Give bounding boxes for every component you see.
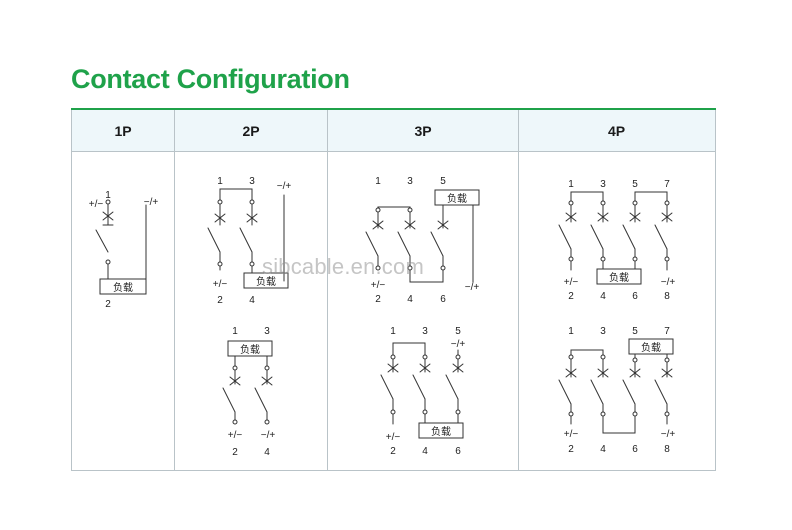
polarity-label-plus-minus: +/−	[386, 432, 401, 443]
terminal-label-3: 3	[600, 326, 606, 337]
diagram-1p	[95, 199, 147, 295]
polarity-label-minus-plus: −/+	[661, 429, 676, 440]
diagram-2p-b	[222, 340, 273, 425]
terminal-label-1: 1	[217, 176, 223, 187]
header-4p: 4P	[607, 123, 626, 139]
load-label: 负载	[641, 341, 661, 354]
terminal-label-5: 5	[455, 326, 461, 337]
terminal-label-6: 6	[632, 444, 638, 455]
terminal-label-3: 3	[264, 326, 270, 337]
polarity-label-plus-minus: +/−	[564, 429, 579, 440]
terminal-label-6: 6	[440, 294, 446, 305]
terminal-label-5: 5	[440, 176, 446, 187]
terminal-label-1: 1	[390, 326, 396, 337]
polarity-label-minus-plus: −/+	[144, 197, 159, 208]
terminal-label-1: 1	[232, 326, 238, 337]
header-3p: 3P	[414, 123, 432, 139]
diagram-4p-a	[558, 191, 673, 285]
terminal-label-3: 3	[249, 176, 255, 187]
terminal-label-2: 2	[105, 299, 111, 310]
terminal-label-3: 3	[600, 179, 606, 190]
table-header-row	[71, 110, 715, 152]
terminal-label-4: 4	[600, 291, 606, 302]
load-label: 负载	[609, 271, 629, 284]
diagram-4p-b	[558, 338, 674, 434]
polarity-label-minus-plus: −/+	[277, 181, 292, 192]
polarity-label-minus-plus: −/+	[261, 430, 276, 441]
terminal-label-5: 5	[632, 326, 638, 337]
diagram-2p-a	[207, 188, 289, 289]
load-label: 负载	[431, 425, 451, 438]
polarity-label-minus-plus: −/+	[465, 282, 480, 293]
terminal-label-1: 1	[568, 179, 574, 190]
terminal-label-4: 4	[249, 295, 255, 306]
title-underline	[71, 108, 716, 110]
polarity-label-plus-minus: +/−	[564, 277, 579, 288]
load-label: 负载	[113, 281, 133, 294]
terminal-label-4: 4	[264, 447, 270, 458]
terminal-label-4: 4	[422, 446, 428, 457]
load-label: 负载	[447, 192, 467, 205]
load-label: 负载	[240, 343, 260, 356]
header-1p: 1P	[114, 123, 132, 139]
terminal-label-2: 2	[390, 446, 396, 457]
diagram-3p-b	[380, 342, 464, 439]
terminal-label-5: 5	[632, 179, 638, 190]
terminal-label-7: 7	[664, 326, 670, 337]
terminal-label-2: 2	[217, 295, 223, 306]
terminal-label-7: 7	[664, 179, 670, 190]
column-divider-3	[518, 110, 519, 471]
column-divider-2	[327, 110, 328, 471]
terminal-label-6: 6	[632, 291, 638, 302]
polarity-label-plus-minus: +/−	[371, 280, 386, 291]
watermark: sibcable.en.com	[262, 254, 424, 279]
terminal-label-3: 3	[422, 326, 428, 337]
column-divider-1	[174, 110, 175, 471]
terminal-label-3: 3	[407, 176, 413, 187]
terminal-label-1: 1	[105, 190, 111, 201]
polarity-label-plus-minus: +/−	[228, 430, 243, 441]
polarity-label-minus-plus: −/+	[661, 277, 676, 288]
terminal-label-2: 2	[568, 444, 574, 455]
terminal-label-6: 6	[455, 446, 461, 457]
diagram-3p-a	[365, 189, 480, 283]
header-2p: 2P	[242, 123, 260, 139]
terminal-label-4: 4	[407, 294, 413, 305]
terminal-label-8: 8	[664, 444, 670, 455]
terminal-label-1: 1	[568, 326, 574, 337]
terminal-label-4: 4	[600, 444, 606, 455]
terminal-label-1: 1	[375, 176, 381, 187]
polarity-label-minus-plus: −/+	[451, 339, 466, 350]
load-label: 负载	[256, 275, 276, 288]
configuration-table	[71, 110, 716, 471]
terminal-label-2: 2	[375, 294, 381, 305]
terminal-label-2: 2	[232, 447, 238, 458]
page-title: Contact Configuration	[71, 64, 350, 94]
terminal-label-2: 2	[568, 291, 574, 302]
polarity-label-plus-minus: +/−	[213, 279, 228, 290]
terminal-label-8: 8	[664, 291, 670, 302]
header-divider	[71, 151, 716, 152]
polarity-label-plus-minus: +/−	[89, 199, 104, 210]
